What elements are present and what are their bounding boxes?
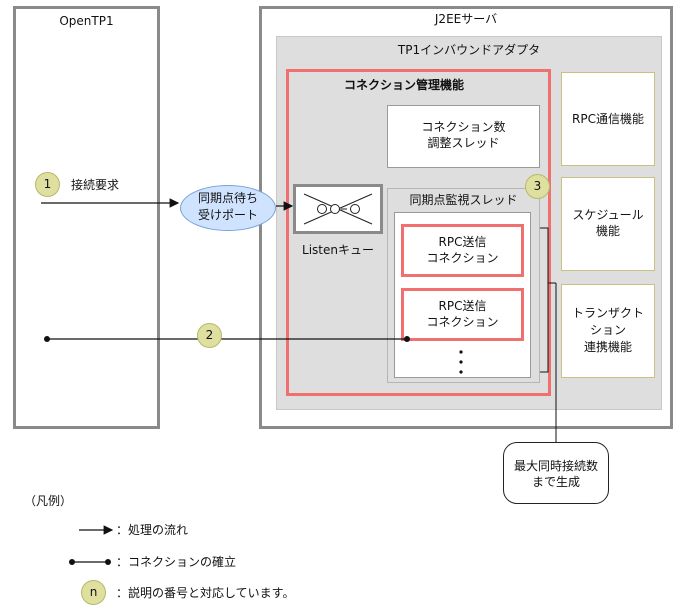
j2ee-server-title: J2EEサーバ bbox=[434, 12, 498, 26]
transaction-label-3: 連携機能 bbox=[583, 340, 632, 354]
monitor-thread-title: 同期点監視スレッド bbox=[409, 193, 518, 207]
step-marker-1: 1 bbox=[35, 172, 60, 197]
legend-connection-endpoint bbox=[69, 559, 75, 565]
rpc-connections-bracket bbox=[540, 227, 549, 373]
adjust-thread-label-1: コネクション数 bbox=[421, 120, 506, 134]
callout-label-1: 最大同時接続数 bbox=[513, 459, 598, 473]
rpc-send-connection-2 bbox=[401, 288, 524, 341]
step-marker-2: 2 bbox=[197, 323, 222, 348]
tp1-inbound-adapter-title: TP1インバウンドアダプタ bbox=[397, 43, 541, 57]
schedule-label-1: スケジュール bbox=[572, 208, 644, 222]
step-marker-3: 3 bbox=[525, 174, 550, 199]
schedule-box bbox=[561, 177, 655, 271]
legend-title: （凡例） bbox=[24, 494, 73, 508]
rpc-conn-1-label-2: コネクション bbox=[426, 251, 499, 265]
opentp1-title: OpenTP1 bbox=[59, 14, 114, 28]
queue-item-icon bbox=[317, 204, 327, 214]
legend-marker-text: ：説明の番号と対応しています。 bbox=[116, 586, 295, 600]
rpc-conn-2-label-2: コネクション bbox=[426, 315, 499, 329]
rpc-send-connection-1 bbox=[401, 224, 524, 277]
transaction-label-2: ション bbox=[589, 323, 626, 337]
rpc-communication-box bbox=[561, 72, 655, 166]
continuation-dot bbox=[459, 350, 463, 354]
queue-item-icon bbox=[330, 204, 340, 214]
transaction-box bbox=[561, 284, 655, 378]
legend-connection-endpoint bbox=[105, 559, 111, 565]
connection-endpoint-left bbox=[44, 336, 50, 342]
connection-management-title: コネクション管理機能 bbox=[343, 78, 464, 92]
connection-endpoint-right bbox=[404, 336, 410, 342]
rpc-conn-2-label-1: RPC送信 bbox=[438, 299, 487, 313]
rpc-communication-label: RPC通信機能 bbox=[572, 112, 644, 126]
schedule-label-2: 機能 bbox=[595, 224, 620, 238]
port-label-2: 受けポート bbox=[197, 208, 258, 222]
transaction-label-1: トランザクト bbox=[571, 306, 644, 320]
adjust-thread-label-2: 調整スレッド bbox=[427, 136, 500, 150]
sync-point-receive-port bbox=[180, 185, 276, 231]
connect-request-label: 接続要求 bbox=[71, 178, 120, 192]
legend-flow-text: ：処理の流れ bbox=[116, 523, 189, 537]
legend-marker-icon: n bbox=[81, 580, 106, 605]
queue-item-icon bbox=[350, 204, 360, 214]
port-label-1: 同期点待ち bbox=[197, 191, 258, 205]
opentp1-box bbox=[13, 6, 160, 429]
continuation-dot bbox=[459, 360, 463, 364]
rpc-conn-1-label-1: RPC送信 bbox=[438, 235, 487, 249]
legend-connection-text: ：コネクションの確立 bbox=[116, 555, 237, 569]
max-connections-callout bbox=[503, 442, 609, 504]
continuation-dot bbox=[459, 370, 463, 374]
connection-count-adjust-thread-box bbox=[387, 105, 540, 168]
callout-label-2: まで生成 bbox=[531, 475, 580, 489]
listen-queue-label: Listenキュー bbox=[302, 243, 374, 257]
